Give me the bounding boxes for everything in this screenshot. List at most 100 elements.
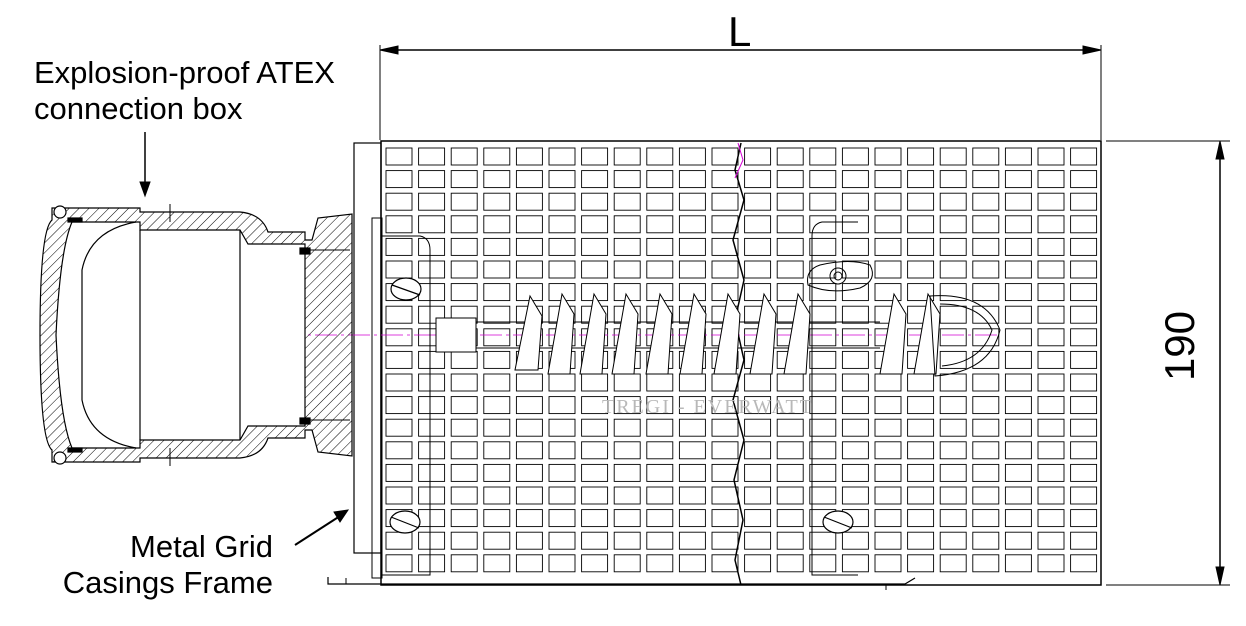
grid-cell [450,192,478,211]
grid-cell [581,463,609,482]
grid-cell [483,418,511,437]
grid-cell [581,170,609,189]
grid-cell [1070,418,1098,437]
grid-cell [809,170,837,189]
grid-cell [581,260,609,279]
grid-cell [809,373,837,392]
grid-cell [776,554,804,573]
frame-label: Metal Grid Casings Frame [58,529,273,601]
grid-cell [385,215,413,234]
grid-cell [809,192,837,211]
arrow-icon [139,132,350,546]
grid-cell [711,283,739,302]
grid-cell [548,373,576,392]
grid-cell [1037,328,1065,347]
grid-cell [385,170,413,189]
grid-cell [613,554,641,573]
grid-cell [515,192,543,211]
grid-cell [711,373,739,392]
grid-cell [418,531,446,550]
grid-cell [1070,463,1098,482]
grid-cell [1070,328,1098,347]
grid-cell [450,237,478,256]
grid-cell [613,441,641,460]
grid-cell [907,441,935,460]
grid-cell [711,418,739,437]
grid-cell [646,170,674,189]
grid-cell [744,509,772,528]
grid-cell [515,237,543,256]
grid-cell [418,192,446,211]
grid-cell [385,237,413,256]
grid-cell [809,328,837,347]
grid-cell [711,441,739,460]
grid-cell [972,328,1000,347]
grid-cell [874,237,902,256]
grid-cell [711,463,739,482]
grid-cell [418,147,446,166]
grid-cell [385,192,413,211]
grid-cell [1004,373,1032,392]
grid-cell [418,215,446,234]
grid-cell [907,283,935,302]
grid-cell [483,215,511,234]
grid-cell [841,463,869,482]
break-line [732,142,745,586]
grid-cell [646,396,674,415]
grid-cell [385,147,413,166]
grid-cell [418,260,446,279]
grid-cell [874,509,902,528]
grid-cell [678,192,706,211]
grid-cell [483,531,511,550]
grid-cell [711,237,739,256]
grid-cell [646,486,674,505]
grid-cell [972,350,1000,369]
grid-cell [874,463,902,482]
grid-cell [939,396,967,415]
grid-cell [841,192,869,211]
grid-cell [450,350,478,369]
grid-cell [907,486,935,505]
grid-cell [483,147,511,166]
grid-cell [809,260,837,279]
grid-cell [385,554,413,573]
grid-cell [515,170,543,189]
grid-cell [711,260,739,279]
grid-cell [711,147,739,166]
grid-cell [841,283,869,302]
grid-cell [613,237,641,256]
grid-cell [483,237,511,256]
grid-cell [418,441,446,460]
grid-cell [972,441,1000,460]
grid-cell [613,147,641,166]
grid-cell [581,418,609,437]
grid-cell [744,147,772,166]
grid-cell [1004,305,1032,324]
grid-cell [809,441,837,460]
grid-cell [1037,305,1065,324]
grid-cell [385,531,413,550]
grid-cell [1070,554,1098,573]
grid-cell [483,441,511,460]
grid-cell [450,463,478,482]
grid-cell [972,509,1000,528]
grid-cell [809,350,837,369]
grid-cell [483,350,511,369]
grid-cell [776,509,804,528]
grid-cell [613,260,641,279]
grid-cell [841,531,869,550]
grid-cell [678,237,706,256]
grid-cell [776,463,804,482]
grid-cell [939,283,967,302]
grid-cell [874,192,902,211]
grid-cell [418,463,446,482]
grid-cell [515,509,543,528]
grid-cell [874,396,902,415]
grid-cell [939,373,967,392]
grid-cell [776,237,804,256]
grid-cell [450,531,478,550]
grid-cell [418,418,446,437]
grid-cell [678,283,706,302]
grid-cell [1037,463,1065,482]
